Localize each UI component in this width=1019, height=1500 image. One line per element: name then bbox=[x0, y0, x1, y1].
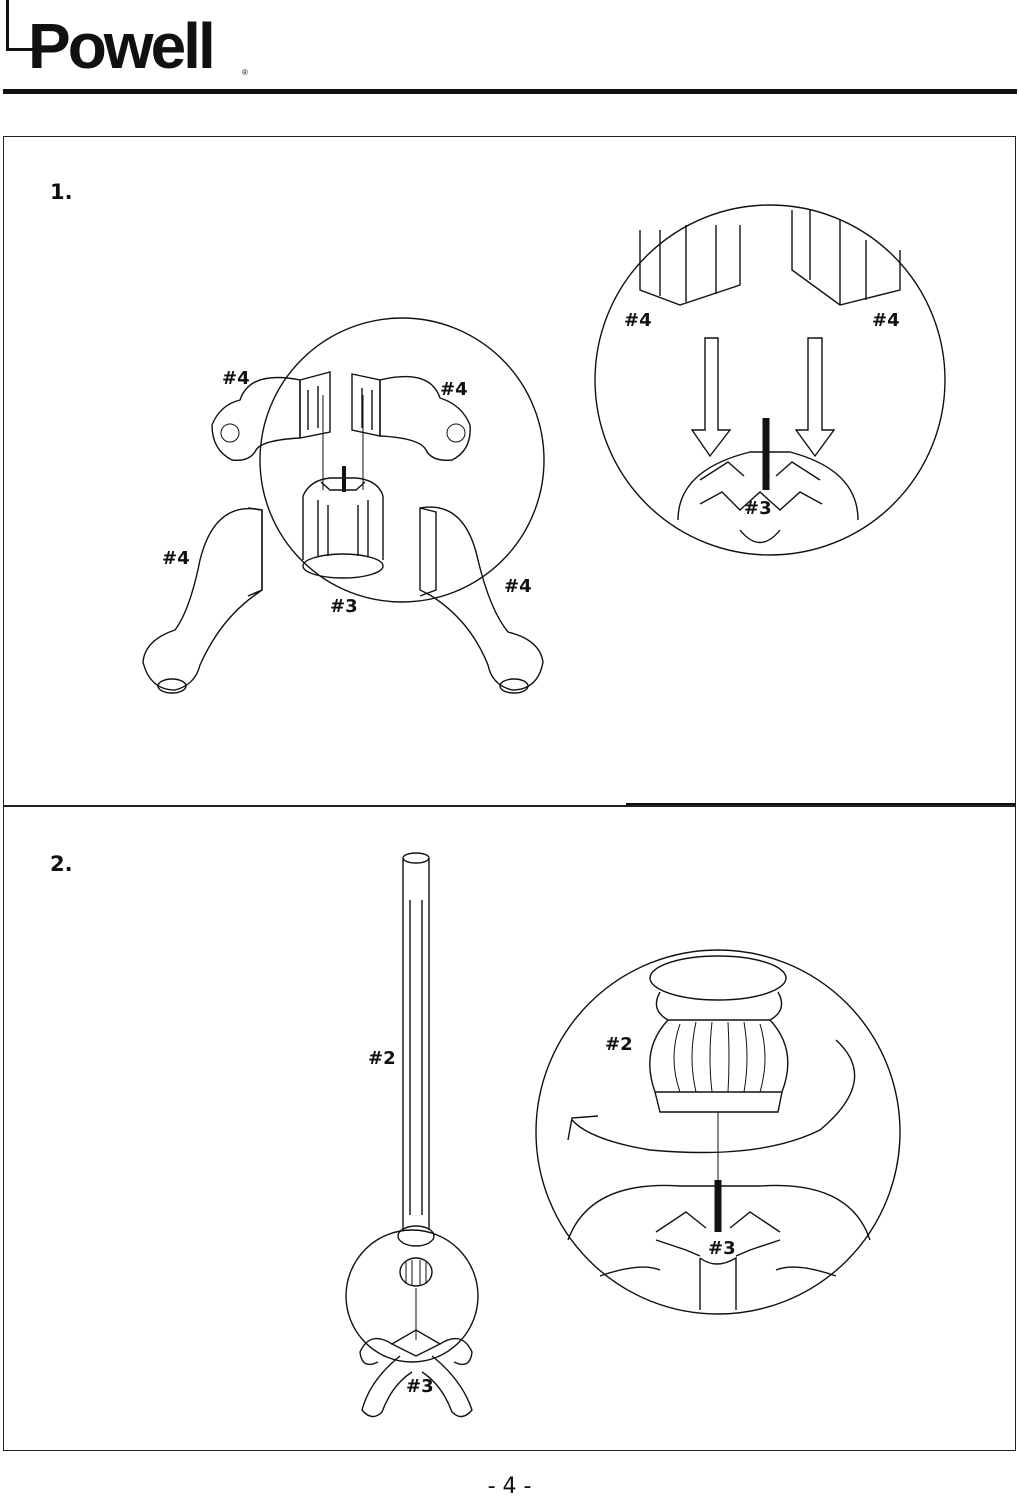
step-1-label-base: #3 bbox=[330, 596, 358, 617]
step-2-column-assembly-drawing: #2 #3 bbox=[345, 852, 479, 1418]
step-2-detail-label-base: #3 bbox=[708, 1238, 736, 1259]
step-2-detail-label-column: #2 bbox=[605, 1034, 633, 1055]
step-2-panel bbox=[3, 806, 1016, 1451]
step-1-exploded-base-drawing: #4 #4 #4 #4 #3 bbox=[142, 317, 545, 694]
step-1-detail-label-leg-left: #4 bbox=[624, 310, 652, 331]
page-number: - 4 - bbox=[487, 1474, 532, 1499]
powell-logo: Powell ® bbox=[6, 0, 256, 82]
step-1-label-leg-lower-right: #4 bbox=[504, 576, 532, 597]
step-2-number: 2. bbox=[50, 852, 73, 876]
step-2-label-base: #3 bbox=[406, 1376, 434, 1397]
header-rule bbox=[3, 89, 1017, 94]
step-1-detail-view: #4 #4 #3 bbox=[594, 204, 946, 556]
step-1-detail-label-base: #3 bbox=[744, 498, 772, 519]
step-1-label-leg-upper-right: #4 bbox=[440, 379, 468, 400]
brand-name: Powell bbox=[28, 10, 216, 82]
registered-mark: ® bbox=[242, 68, 248, 77]
step-1-label-leg-upper-left: #4 bbox=[222, 368, 250, 389]
step-1-panel bbox=[3, 136, 1016, 806]
step-2-detail-view: #2 #3 bbox=[535, 949, 901, 1315]
step-1-label-leg-lower-left: #4 bbox=[162, 548, 190, 569]
step-1-detail-label-leg-right: #4 bbox=[872, 310, 900, 331]
step-2-label-column: #2 bbox=[368, 1048, 396, 1069]
logo-frame-icon bbox=[6, 0, 55, 51]
step-1-number: 1. bbox=[50, 180, 73, 204]
